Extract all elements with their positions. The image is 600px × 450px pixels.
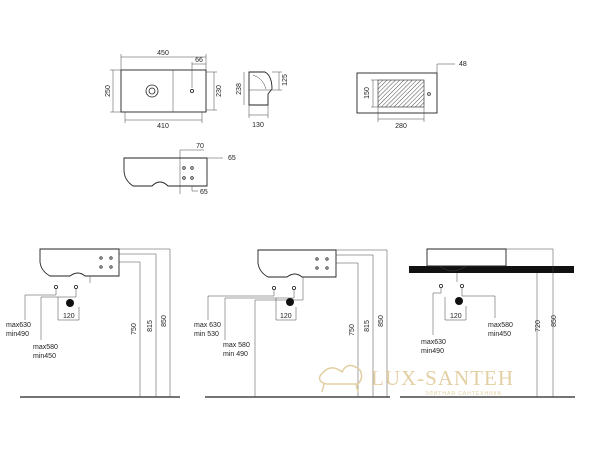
h3-label-1: 850	[161, 315, 168, 327]
install-diagram-3: 120 max630 min490 max580 min450 720 850	[400, 248, 575, 398]
top-depth-right-label: 230	[216, 85, 223, 97]
supply-min-2: min 490	[223, 351, 248, 358]
side-offset-label: 125	[282, 74, 289, 86]
supply-max-3: max580	[488, 322, 513, 329]
brand-logo-icon	[318, 364, 363, 393]
h2-label-2: 815	[364, 320, 371, 332]
tray-height-label: 150	[364, 87, 371, 99]
watermark-tagline: ЭЛИТНАЯ САНТЕХНИКА	[425, 391, 502, 397]
tray-ref-label: 48	[459, 61, 467, 68]
drain-min-3: min490	[421, 348, 444, 355]
side-view: 238 125 130	[236, 71, 289, 129]
install-diagram-1: 120 max630 min490 max580 min450 750 815 …	[6, 248, 180, 398]
supply-min-3: min450	[488, 331, 511, 338]
tray-view: 48 150 280	[356, 61, 467, 130]
trap-label-3: 120	[450, 313, 462, 320]
h3-label-2: 850	[378, 315, 385, 327]
h1-label-1: 750	[131, 323, 138, 335]
supply-min-1: min450	[33, 353, 56, 360]
side-height-label: 238	[236, 83, 243, 95]
drain-max-1: max630	[6, 322, 31, 329]
watermark-brand: LUX-SANTEH	[371, 366, 514, 390]
h2-label-1: 815	[147, 320, 154, 332]
front-right2-label: 65	[200, 189, 208, 196]
top-tap-offset-label: 66	[195, 57, 203, 64]
front-view: 70 65 65	[123, 143, 236, 196]
top-depth-left-label: 250	[105, 85, 112, 97]
install-diagram-2: 120 max 630 min 530 max 580 min 490 750 …	[194, 249, 390, 398]
h1-label-3: 720	[535, 320, 542, 332]
side-depth-label: 130	[252, 122, 264, 129]
top-base-label: 410	[157, 123, 169, 130]
supply-max-1: max580	[33, 344, 58, 351]
drain-max-3: max630	[421, 339, 446, 346]
supply-max-2: max 580	[223, 342, 250, 349]
drain-min-2: min 530	[194, 331, 219, 338]
tray-width-label: 280	[395, 123, 407, 130]
top-width-label: 450	[157, 50, 169, 57]
drain-min-1: min490	[6, 331, 29, 338]
trap-label-2: 120	[280, 313, 292, 320]
trap-label-1: 120	[63, 313, 75, 320]
watermark: LUX-SANTEH ЭЛИТНАЯ САНТЕХНИКА	[318, 364, 514, 397]
drain-max-2: max 630	[194, 322, 221, 329]
h3-label-3: 850	[551, 315, 558, 327]
front-right1-label: 65	[228, 155, 236, 162]
front-top-label: 70	[196, 143, 204, 150]
top-view: 450 66 250 230 410	[105, 50, 223, 130]
h1-label-2: 750	[349, 324, 356, 336]
